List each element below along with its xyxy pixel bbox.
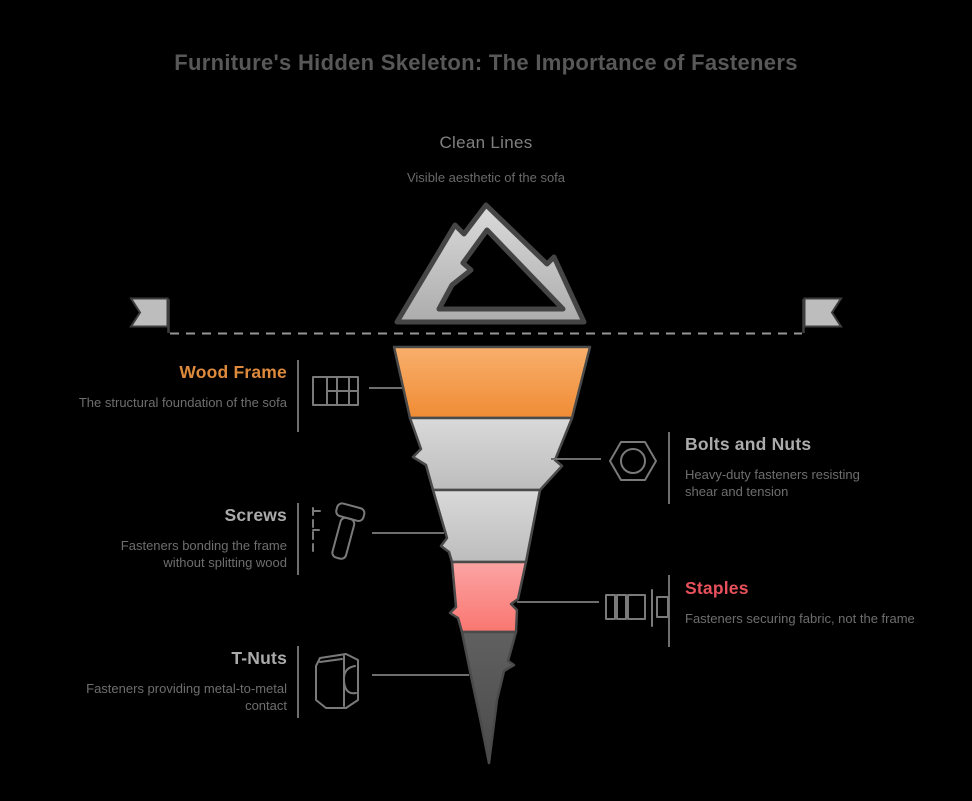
funnel-segment-screws — [431, 488, 542, 564]
funnel-segment-wood-frame — [392, 345, 592, 420]
t-nut-icon — [315, 653, 359, 709]
layer-heading: Screws — [224, 505, 287, 525]
label-block-staples: Staples Fasteners securing fabric, not t… — [685, 578, 920, 627]
layer-description: Heavy-duty fasteners resisting shear and… — [685, 467, 860, 499]
label-block-t-nuts: T-Nuts Fasteners providing metal-to-meta… — [55, 648, 287, 714]
left-flag-icon — [129, 297, 169, 328]
surface-heading: Clean Lines — [439, 133, 533, 152]
funnel-segment-staples — [448, 560, 528, 634]
label-block-screws: Screws Fasteners bonding the frame witho… — [102, 505, 287, 571]
layer-description: The structural foundation of the sofa — [78, 395, 287, 410]
layer-description: Fasteners bonding the frame without spli… — [120, 538, 287, 570]
label-block-bolts-and-nuts: Bolts and Nuts Heavy-duty fasteners resi… — [685, 434, 890, 500]
staples-icon — [605, 589, 669, 627]
layer-heading: T-Nuts — [231, 648, 287, 668]
screw-icon — [312, 502, 366, 560]
surface-subheading: Visible aesthetic of the sofa — [406, 170, 566, 185]
hex-nut-icon — [609, 441, 657, 481]
layer-heading: Bolts and Nuts — [685, 434, 812, 454]
right-flag-icon — [803, 297, 843, 328]
layer-heading: Staples — [685, 578, 749, 598]
label-block-wood-frame: Wood Frame The structural foundation of … — [72, 362, 287, 411]
layer-description: Fasteners providing metal-to-metal conta… — [86, 681, 287, 713]
funnel-segment-bolts-and-nuts — [408, 416, 574, 492]
mountain-icon — [394, 202, 587, 325]
wood-frame-grid-icon — [312, 376, 359, 406]
layer-heading: Wood Frame — [179, 362, 287, 382]
funnel-segment-t-nuts — [460, 630, 518, 765]
layer-description: Fasteners securing fabric, not the frame — [685, 611, 915, 626]
page-title: Furniture's Hidden Skeleton: The Importa… — [174, 50, 798, 75]
